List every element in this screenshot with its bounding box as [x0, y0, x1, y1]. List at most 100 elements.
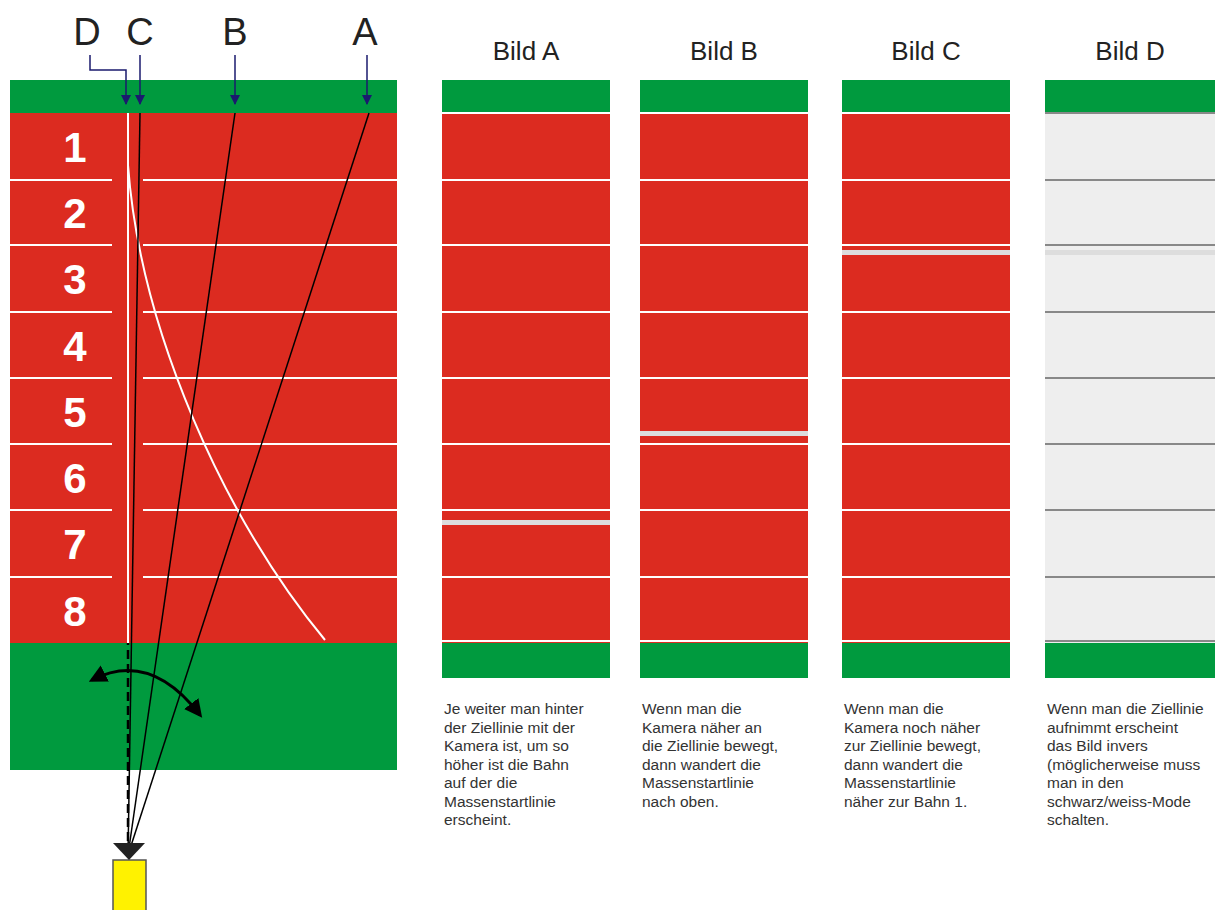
image-mass-start-line [442, 520, 610, 525]
lane-line [10, 179, 112, 181]
pointer-a [366, 55, 368, 104]
lane-line [10, 443, 112, 445]
lane-number: 4 [63, 323, 86, 371]
infield-top [10, 80, 397, 113]
image-lane-line [1045, 377, 1215, 379]
image-lane-line [640, 244, 808, 246]
position-letter: C [126, 11, 153, 54]
image-lanes [1045, 113, 1215, 643]
camera-image-panel: Bild D Wenn man die Ziellinie aufnimmt er… [1045, 36, 1215, 834]
image-lane-line [842, 112, 1010, 114]
pointer-b [234, 55, 236, 104]
camera-body [113, 860, 146, 910]
image-mass-start-line [640, 431, 808, 436]
lane-line [143, 443, 397, 445]
lane-number: 1 [63, 124, 86, 172]
lane-line [143, 311, 397, 313]
lane-number: 6 [63, 455, 86, 503]
pointer-d [90, 55, 126, 104]
image-lane-line [842, 576, 1010, 578]
image-lane-line [640, 640, 808, 642]
image-lane-line [842, 311, 1010, 313]
image-title: Bild D [1045, 36, 1215, 67]
image-mass-start-line [1045, 250, 1215, 255]
lane-line [143, 509, 397, 511]
image-lane-line [842, 244, 1010, 246]
image-title: Bild B [640, 36, 808, 67]
lane-line [10, 377, 112, 379]
lane-number: 8 [63, 588, 86, 636]
lane-number: 3 [63, 256, 86, 304]
image-lane-line [1045, 112, 1215, 114]
image-infield-top [842, 80, 1010, 113]
finish-line [127, 113, 129, 643]
image-lane-line [442, 311, 610, 313]
image-lane-line [842, 509, 1010, 511]
position-letter: B [222, 11, 247, 54]
lane-number: 7 [63, 521, 86, 569]
camera-image [640, 80, 808, 678]
image-lane-line [1045, 179, 1215, 181]
image-description: Wenn man die Kamera noch näher zur Ziell… [844, 700, 984, 811]
image-infield-top [640, 80, 808, 113]
image-lane-line [842, 179, 1010, 181]
sight-line-a [128, 113, 369, 855]
camera-image-panel: Bild C Wenn man die Kamera noch näher zur… [842, 36, 1010, 815]
image-lane-line [640, 179, 808, 181]
image-lane-line [1045, 640, 1215, 642]
image-lane-line [640, 311, 808, 313]
lane-lines [10, 180, 397, 577]
image-infield-top [442, 80, 610, 113]
image-description: Wenn man die Kamera näher an die Ziellin… [642, 700, 782, 811]
image-lane-line [842, 640, 1010, 642]
image-lane-line [1045, 576, 1215, 578]
image-infield-top [1045, 80, 1215, 113]
image-lane-line [842, 443, 1010, 445]
image-title: Bild C [842, 36, 1010, 67]
image-lane-line [1045, 311, 1215, 313]
image-description: Je weiter man hinter der Ziellinie mit d… [444, 700, 584, 830]
mass-start-line [128, 113, 325, 640]
image-lane-line [640, 509, 808, 511]
image-lanes [640, 113, 808, 643]
image-lane-line [640, 112, 808, 114]
track-lanes [10, 113, 397, 643]
image-lane-line [1045, 509, 1215, 511]
image-infield-bottom [640, 643, 808, 678]
infield-bottom [10, 643, 397, 770]
image-lane-line [640, 443, 808, 445]
image-title: Bild A [442, 36, 610, 67]
image-lane-line [442, 443, 610, 445]
image-infield-bottom [842, 643, 1010, 678]
camera-image [1045, 80, 1215, 678]
lane-number: 2 [63, 190, 86, 238]
image-lane-line [640, 377, 808, 379]
camera-image [442, 80, 610, 678]
sight-line-b [128, 113, 235, 855]
lane-line [143, 179, 397, 181]
image-lane-line [442, 576, 610, 578]
lane-line [10, 509, 112, 511]
image-description: Wenn man die Ziellinie aufnimmt erschein… [1047, 700, 1205, 830]
lane-line [143, 377, 397, 379]
image-lane-line [442, 377, 610, 379]
image-lane-line [1045, 443, 1215, 445]
camera-image-panel: Bild A Je weiter man hinter der Ziellinie… [442, 36, 610, 834]
lane-line [10, 576, 112, 578]
camera-lens [113, 843, 145, 860]
image-infield-bottom [1045, 643, 1215, 678]
image-lane-line [442, 509, 610, 511]
image-lane-line [442, 112, 610, 114]
lane-line [143, 244, 397, 246]
lane-number: 5 [63, 389, 86, 437]
image-mass-start-line [842, 250, 1010, 255]
image-lanes [842, 113, 1010, 643]
lane-line [10, 244, 112, 246]
image-lanes [442, 113, 610, 643]
sight-line-c [128, 113, 140, 855]
image-lane-line [1045, 244, 1215, 246]
lane-line [10, 311, 112, 313]
lane-line [143, 576, 397, 578]
